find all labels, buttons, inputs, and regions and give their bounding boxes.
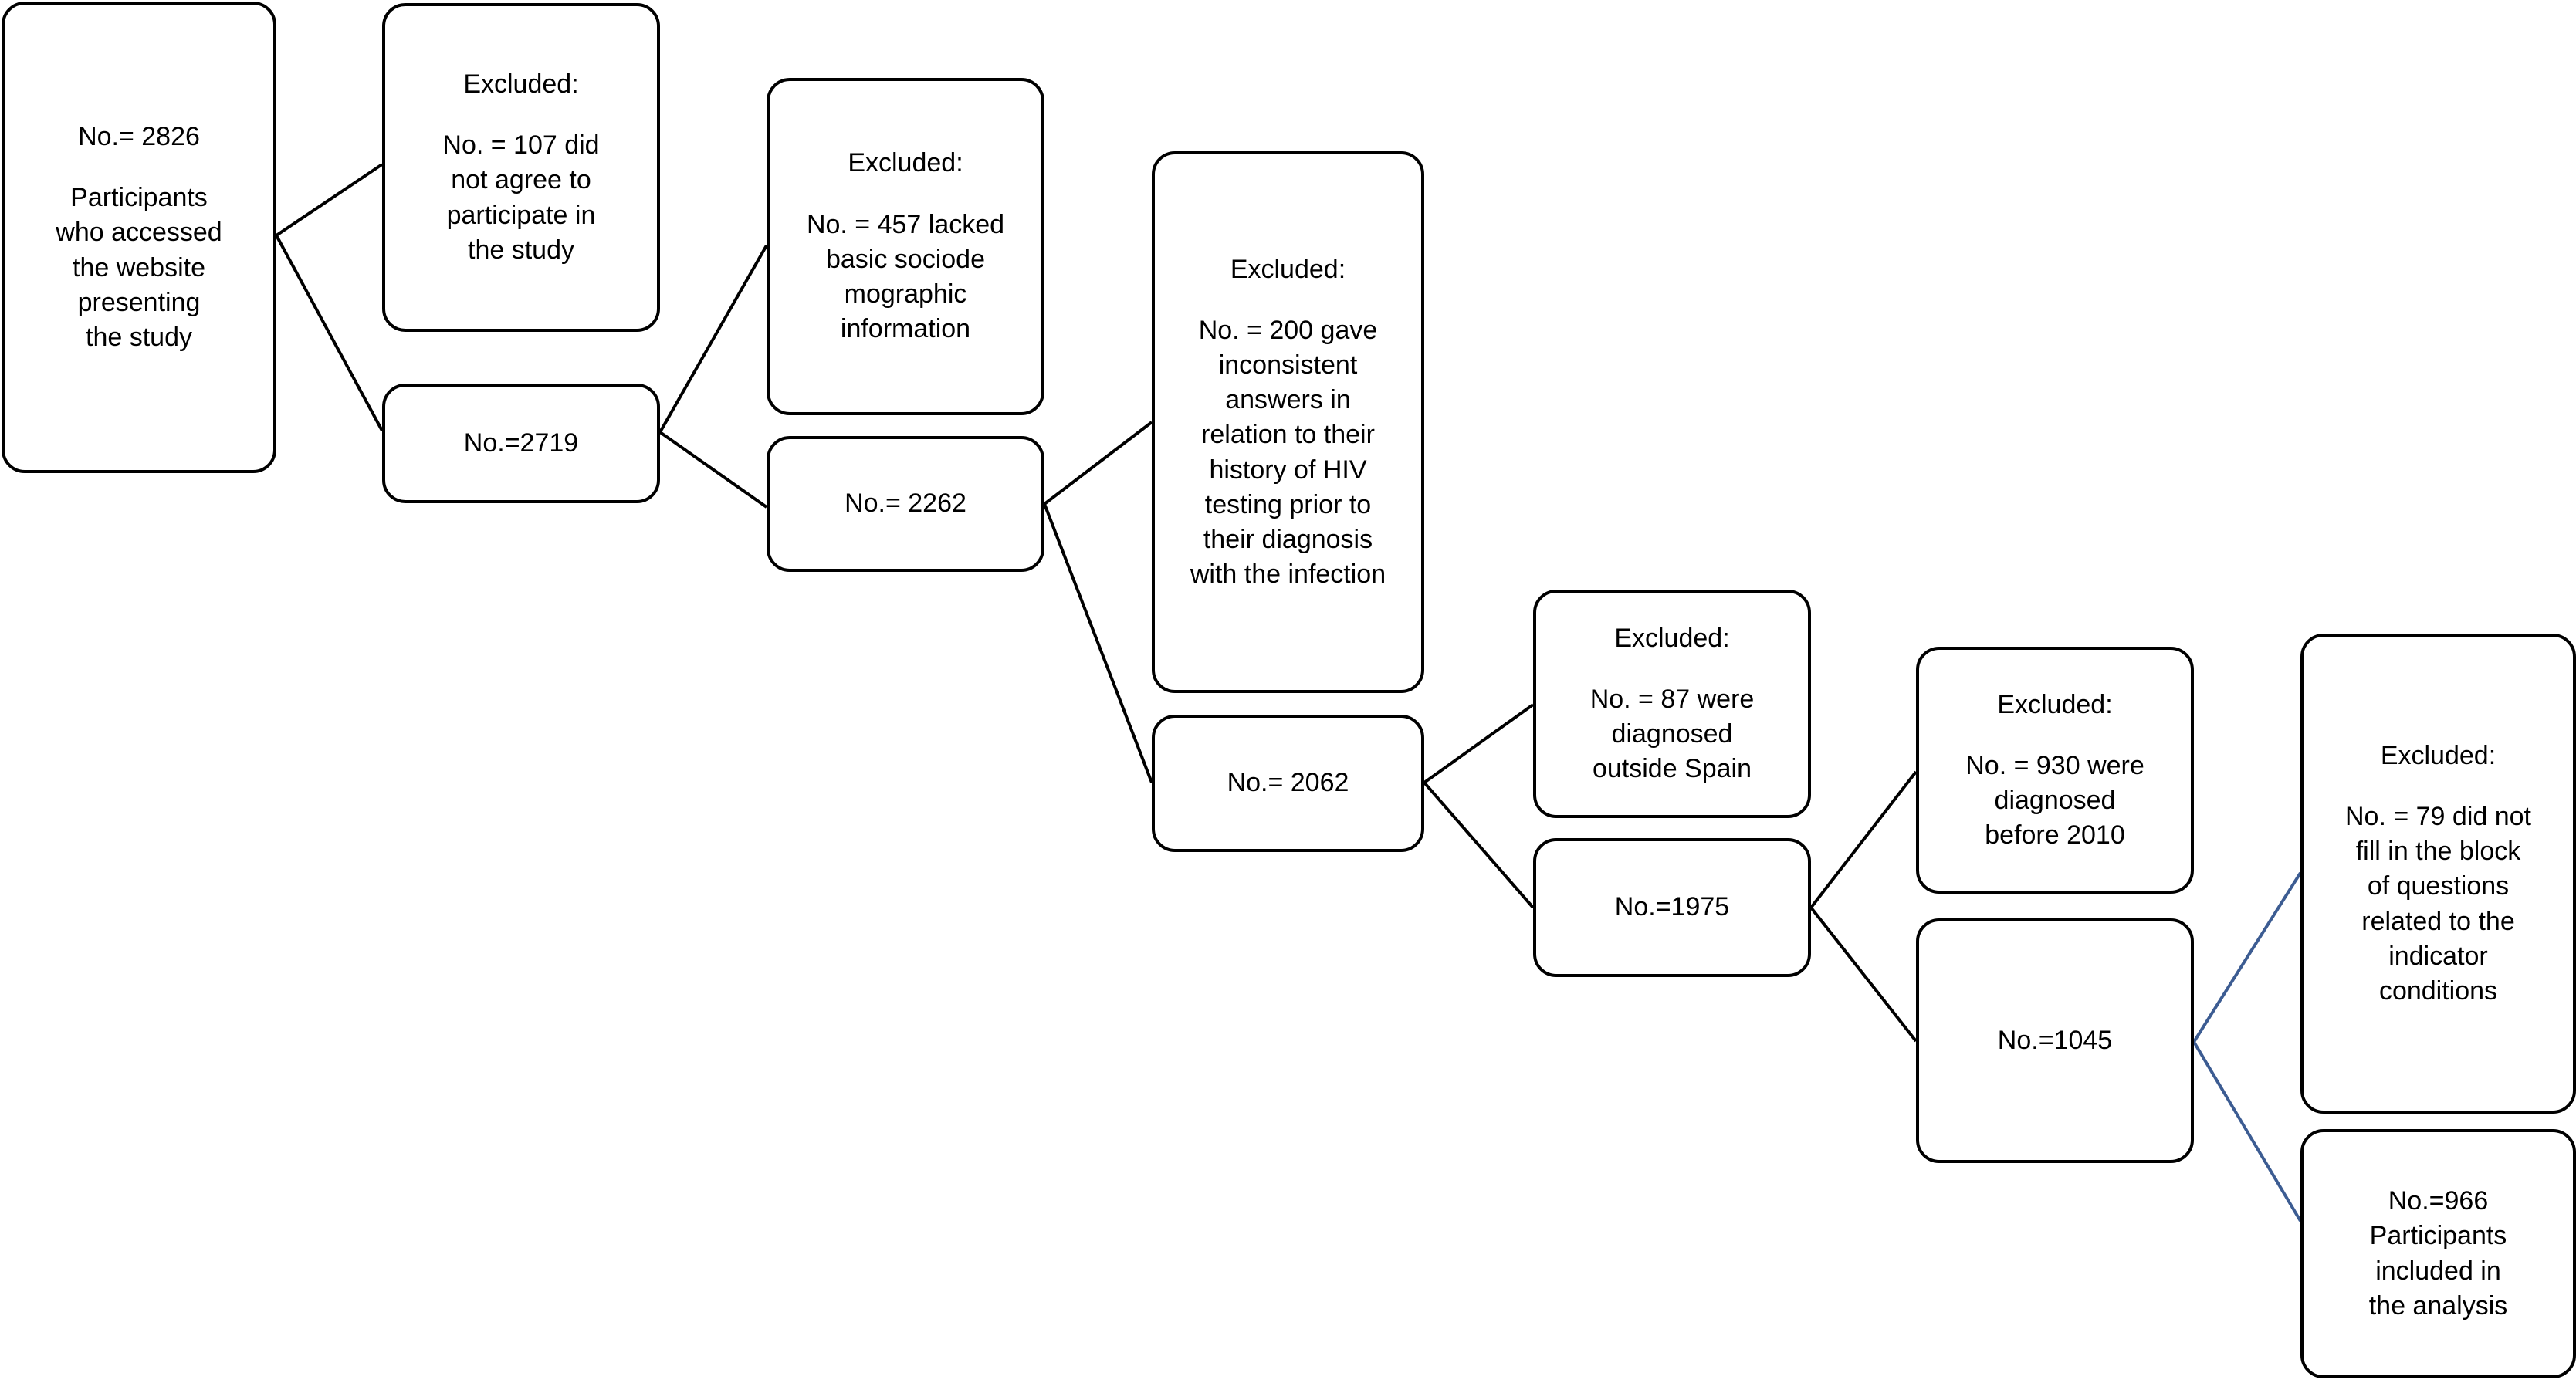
node-text-excluded-79-indicator-conditions: Excluded: No. = 79 did not fill in the blo… (2345, 739, 2531, 1009)
node-text-excluded-930-diagnosed-before-2010: Excluded: No. = 930 were diagnosed before 2… (1965, 688, 2144, 854)
node-text-line: No.=966 (2388, 1186, 2489, 1216)
node-text-line: related to the (2361, 906, 2515, 936)
node-excluded-79-indicator-conditions: Excluded: No. = 79 did not fill in the blo… (2300, 634, 2576, 1114)
node-excluded-930-diagnosed-before-2010: Excluded: No. = 930 were diagnosed before 2… (1916, 647, 2194, 894)
node-text-line: No.= 2262 (845, 489, 966, 519)
node-excluded-457-no-sociodemographic: Excluded: No. = 457 lacked basic sociode mo… (767, 78, 1044, 415)
node-text-line: Participants (70, 183, 208, 213)
node-text-gap (442, 102, 599, 128)
node-text-excluded-200-inconsistent-answers: Excluded: No. = 200 gave inconsistent answe… (1190, 252, 1386, 593)
node-text-line: information (840, 314, 971, 344)
edge-n7-to-n8 (1423, 703, 1535, 784)
node-text-remaining-2062: No.= 2062 (1227, 766, 1349, 800)
node-text-line: participate in (446, 200, 596, 230)
node-text-remaining-1975: No.=1975 (1615, 890, 1729, 925)
node-remaining-2262: No.= 2262 (767, 436, 1044, 572)
node-text-line: of questions (2367, 871, 2510, 901)
node-text-gap (2345, 773, 2531, 800)
node-text-line: No. = 200 gave (1198, 315, 1378, 345)
node-text-line: the website (73, 252, 205, 282)
node-text-line: conditions (2378, 976, 2498, 1006)
node-remaining-1045: No.=1045 (1916, 918, 2194, 1163)
node-text-line: Excluded: (463, 69, 579, 99)
node-text-gap (56, 154, 222, 181)
node-text-line: outside Spain (1592, 754, 1752, 784)
node-remaining-2062: No.= 2062 (1152, 715, 1424, 852)
edge-n3-to-n4 (658, 245, 768, 433)
node-text-line: fill in the block (2355, 837, 2521, 867)
node-text-line: No.=1045 (1997, 1025, 2113, 1055)
node-text-excluded-87-diagnosed-outside-spain: Excluded: No. = 87 were diagnosed outside S… (1590, 621, 1755, 787)
node-text-line: No.=1975 (1614, 892, 1730, 922)
node-text-line: history of HIV (1209, 455, 1367, 485)
node-text-line: No.= 2062 (1227, 768, 1349, 798)
edge-n3-to-n5 (658, 431, 768, 509)
edge-n9-to-n11 (1809, 906, 1918, 1043)
node-text-excluded-107-no-consent: Excluded: No. = 107 did not agree to partic… (442, 67, 599, 268)
node-text-line: Participants (2369, 1221, 2507, 1251)
node-text-line: indicator (2388, 941, 2488, 971)
node-text-line: their diagnosis (1203, 525, 1373, 555)
node-text-line: testing prior to (1204, 489, 1372, 519)
edge-n7-to-n9 (1423, 781, 1535, 909)
node-text-line: answers in (1225, 385, 1351, 415)
node-text-gap (1965, 722, 2144, 749)
node-text-line: presenting (77, 287, 201, 317)
edge-n1-to-n2 (275, 163, 384, 237)
edge-n5-to-n7 (1043, 503, 1153, 783)
node-excluded-87-diagnosed-outside-spain: Excluded: No. = 87 were diagnosed outside S… (1533, 590, 1811, 818)
node-text-line: the study (468, 235, 574, 265)
node-text-line: basic sociode (825, 244, 985, 274)
node-text-line: included in (2375, 1256, 2501, 1286)
node-text-line: No. = 457 lacked (806, 209, 1005, 239)
edge-n11-to-n13 (2192, 1040, 2302, 1222)
node-text-line: mographic (844, 279, 967, 309)
node-text-gap (1190, 287, 1386, 313)
node-text-excluded-457-no-sociodemographic: Excluded: No. = 457 lacked basic sociode mo… (807, 146, 1004, 347)
node-text-remaining-2262: No.= 2262 (845, 486, 966, 521)
edge-n9-to-n10 (1809, 770, 1918, 909)
node-text-line: No. = 87 were (1589, 684, 1755, 714)
node-text-line: relation to their (1201, 420, 1375, 450)
node-text-line: No.=2719 (463, 428, 579, 458)
node-text-gap (807, 181, 1004, 208)
node-text-line: No.= 2826 (78, 121, 200, 151)
node-text-line: No. = 930 were (1965, 750, 2144, 780)
node-text-gap (1590, 656, 1755, 682)
node-text-remaining-2719: No.=2719 (464, 426, 578, 461)
node-text-line: Excluded: (1997, 689, 2113, 719)
node-text-line: diagnosed (1994, 786, 2116, 815)
node-text-line: with the infection (1190, 560, 1386, 590)
node-text-line: Excluded: (848, 148, 963, 178)
node-text-line: the study (86, 322, 192, 352)
node-text-line: before 2010 (1985, 820, 2125, 850)
node-remaining-2719: No.=2719 (382, 384, 660, 503)
node-text-line: inconsistent (1218, 350, 1358, 380)
node-remaining-1975: No.=1975 (1533, 838, 1811, 977)
edge-n1-to-n3 (275, 235, 384, 431)
node-text-line: Excluded: (1614, 623, 1730, 653)
node-excluded-107-no-consent: Excluded: No. = 107 did not agree to partic… (382, 3, 660, 332)
node-text-remaining-1045: No.=1045 (1998, 1023, 2112, 1058)
node-text-line: Excluded: (2380, 740, 2496, 770)
node-text-line: diagnosed (1611, 719, 1733, 749)
node-text-line: No. = 79 did not (2344, 801, 2531, 831)
node-text-line: the analysis (2368, 1290, 2508, 1320)
edge-n11-to-n12 (2192, 871, 2302, 1043)
node-text-line: who accessed (56, 218, 222, 248)
node-excluded-200-inconsistent-answers: Excluded: No. = 200 gave inconsistent answe… (1152, 151, 1424, 693)
node-text-line: No. = 107 did (442, 130, 600, 161)
edge-n5-to-n6 (1043, 421, 1153, 506)
node-text-line: Excluded: (1230, 254, 1346, 284)
node-text-line: not agree to (451, 165, 591, 195)
